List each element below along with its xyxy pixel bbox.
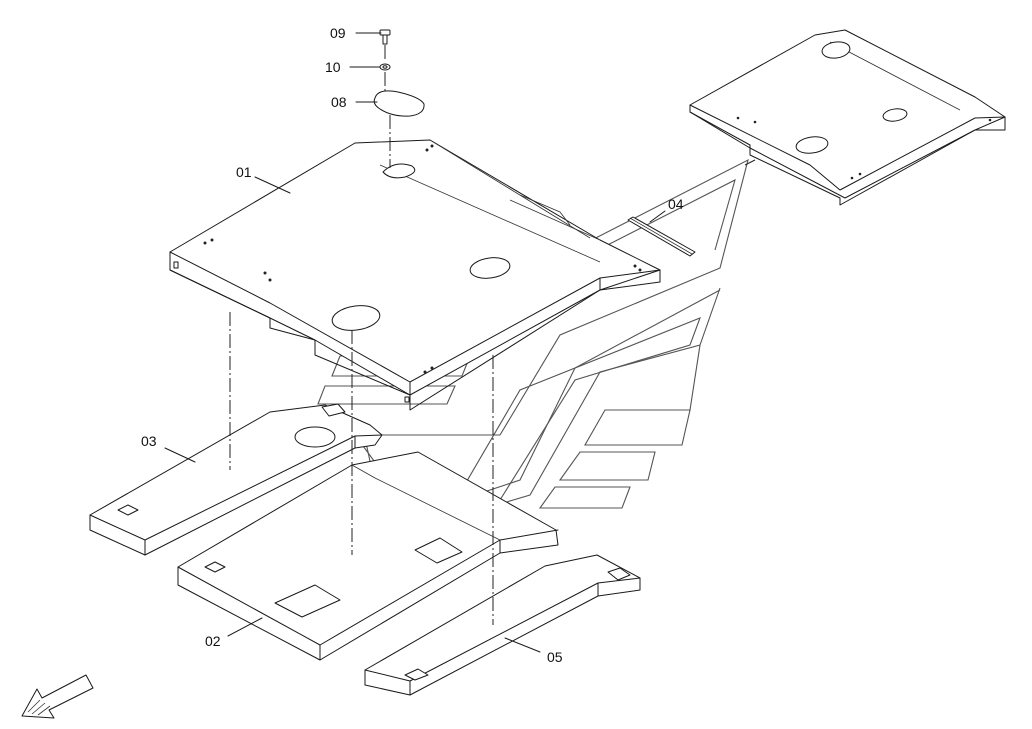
part-10-washer — [379, 63, 391, 71]
assembled-view — [689, 29, 1006, 206]
part-08-gasket — [373, 90, 425, 117]
label-05: 05 — [547, 649, 563, 665]
label-08: 08 — [331, 94, 347, 110]
label-03: 03 — [141, 433, 157, 449]
part-03-panel — [89, 403, 383, 556]
part-01-cover-plate — [169, 139, 661, 411]
part-labels: 09 10 08 01 04 03 02 05 — [141, 25, 684, 665]
label-10: 10 — [325, 59, 341, 75]
label-02: 02 — [205, 633, 221, 649]
arrow-down-left-icon — [21, 674, 94, 719]
part-02-panel — [177, 451, 559, 661]
label-04: 04 — [668, 196, 684, 212]
label-01: 01 — [236, 164, 252, 180]
part-05-bar — [364, 554, 641, 696]
label-09: 09 — [330, 25, 346, 41]
part-04-rod — [627, 216, 696, 257]
part-09-screw — [379, 29, 391, 45]
assembly-lines — [229, 45, 756, 625]
leader-lines — [164, 32, 666, 653]
